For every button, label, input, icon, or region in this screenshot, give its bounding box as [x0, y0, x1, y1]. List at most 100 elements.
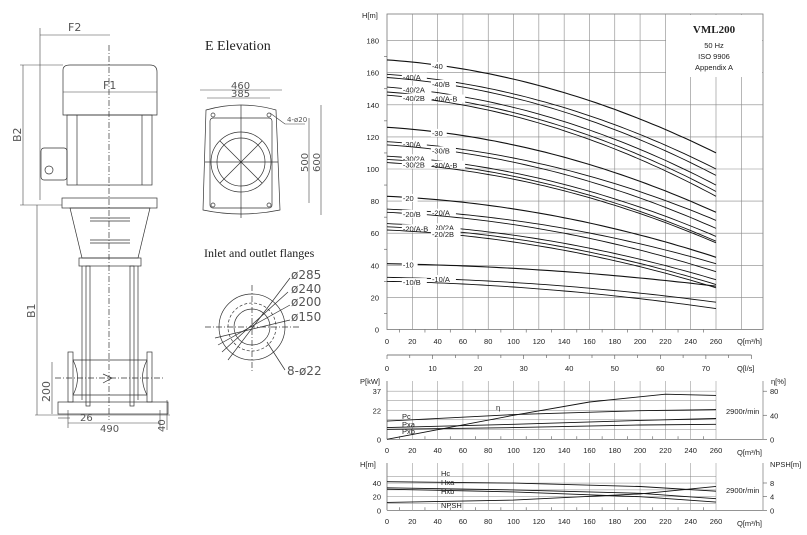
x-tick-label: 260	[710, 517, 723, 526]
x-tick-label: 160	[583, 517, 596, 526]
curve-pxb	[386, 423, 717, 430]
x-tick-label: 180	[609, 337, 622, 346]
flange-d285: ø285	[291, 268, 321, 282]
x2-tick-label: 30	[519, 364, 527, 373]
curve-label-bg	[430, 160, 466, 169]
curve-label-bg	[401, 193, 418, 202]
curve-label-bg	[430, 94, 466, 103]
x2-tick-label: 70	[702, 364, 710, 373]
x-tick-label: 260	[710, 446, 723, 455]
elevation-view	[202, 104, 281, 218]
curve-label-bg	[401, 72, 427, 81]
curve-label: -20/2A	[432, 223, 454, 232]
x2-tick-label: 20	[474, 364, 482, 373]
npsh-axis-label: NPSH[m]	[770, 460, 801, 469]
x2-tick-label: 10	[428, 364, 436, 373]
curve-label: -20/A	[432, 209, 450, 218]
curve-label-bg	[430, 223, 461, 232]
plot-frame	[386, 13, 764, 330]
y-tick-label: 0	[375, 326, 379, 335]
x-tick-label: 260	[710, 337, 723, 346]
h-x-axis-label: Q[m³/h]	[737, 519, 762, 528]
x-tick-label: 240	[684, 517, 697, 526]
curve-label-bg	[430, 128, 447, 137]
curve-label: -40/A	[403, 73, 421, 82]
head-curve	[386, 280, 717, 310]
x2-tick-label: 0	[385, 364, 389, 373]
curve-hc	[386, 481, 717, 492]
dim-b2: B2	[11, 127, 24, 142]
x-tick-label: 60	[459, 446, 467, 455]
curve-label: -10/B	[403, 278, 421, 287]
curve-label: -30/B	[432, 146, 450, 155]
dim-f1: F1	[103, 79, 116, 92]
x-tick-label: 160	[583, 446, 596, 455]
curve-label: -20/B	[403, 210, 421, 219]
y-tick-label: 20	[373, 493, 381, 502]
x-tick-label: 0	[385, 337, 389, 346]
y-tick-label: 0	[377, 506, 381, 515]
head-curves: -40-40/A-40/B-40/2A-40/A-B-40/2B-30-30/A…	[386, 59, 717, 310]
right-tick-label: 40	[770, 411, 778, 420]
head-curve	[386, 162, 717, 244]
curve-pxa	[386, 418, 717, 429]
head-curve	[386, 94, 717, 197]
head-curve	[386, 91, 717, 192]
pxa-label: Pxa	[402, 420, 416, 429]
hc-label: Hc	[441, 469, 450, 478]
x-tick-label: 200	[634, 337, 647, 346]
hxb-label: Hxb	[441, 487, 454, 496]
right-tick-label: 8	[770, 479, 774, 488]
x-tick-label: 20	[408, 337, 416, 346]
x2-tick-label: 40	[565, 364, 573, 373]
x-tick-label: 120	[533, 446, 546, 455]
curve-label: -40/B	[432, 80, 450, 89]
curve-label: -40/A-B	[432, 95, 457, 104]
x-tick-label: 80	[484, 337, 492, 346]
y-tick-label: 22	[373, 407, 381, 416]
x-tick-label: 220	[659, 446, 672, 455]
x-tick-label: 100	[507, 517, 520, 526]
dim-40: 40	[157, 419, 168, 432]
x-tick-label: 200	[634, 517, 647, 526]
hxa-label: Hxa	[441, 478, 455, 487]
right-tick-label: 0	[770, 506, 774, 515]
curve-label-bg	[401, 139, 427, 148]
curve-label-bg	[430, 229, 461, 238]
x-tick-label: 60	[459, 517, 467, 526]
dim-385: 385	[231, 89, 250, 100]
curve-label-bg	[401, 224, 437, 233]
x-tick-label: 80	[484, 517, 492, 526]
x-tick-label: 120	[533, 337, 546, 346]
curve-label: -30	[432, 129, 443, 138]
curve-label-bg	[401, 154, 432, 163]
curve-label: -10	[403, 260, 414, 269]
curve-label: -30/2B	[403, 161, 425, 170]
x-tick-label: 60	[459, 337, 467, 346]
x-tick-label: 100	[507, 337, 520, 346]
curve-label-bg	[401, 93, 432, 102]
x-tick-label: 100	[507, 446, 520, 455]
x-tick-label: 200	[634, 446, 647, 455]
curve-label-bg	[401, 260, 418, 269]
x-tick-label: 180	[609, 446, 622, 455]
x2-tick-label: 60	[656, 364, 664, 373]
side-view-dimensions	[20, 28, 170, 430]
curve-label: -20	[403, 194, 414, 203]
dim-600: 600	[312, 153, 323, 172]
title-box	[666, 15, 762, 77]
y-tick-label: 37	[373, 387, 381, 396]
right-tick-label: 0	[770, 435, 774, 444]
subtitle-freq: 50 Hz	[704, 41, 724, 50]
flanges-title: Inlet and outlet flanges	[204, 246, 315, 260]
elevation-title: E Elevation	[205, 39, 271, 54]
y-tick-label: 40	[371, 261, 379, 270]
x-tick-label: 160	[583, 337, 596, 346]
elevation-dimensions	[200, 89, 322, 215]
curve-label-bg	[430, 274, 456, 283]
dim-f2: F2	[68, 21, 81, 34]
subtitle-iso: ISO 9906	[698, 52, 730, 61]
